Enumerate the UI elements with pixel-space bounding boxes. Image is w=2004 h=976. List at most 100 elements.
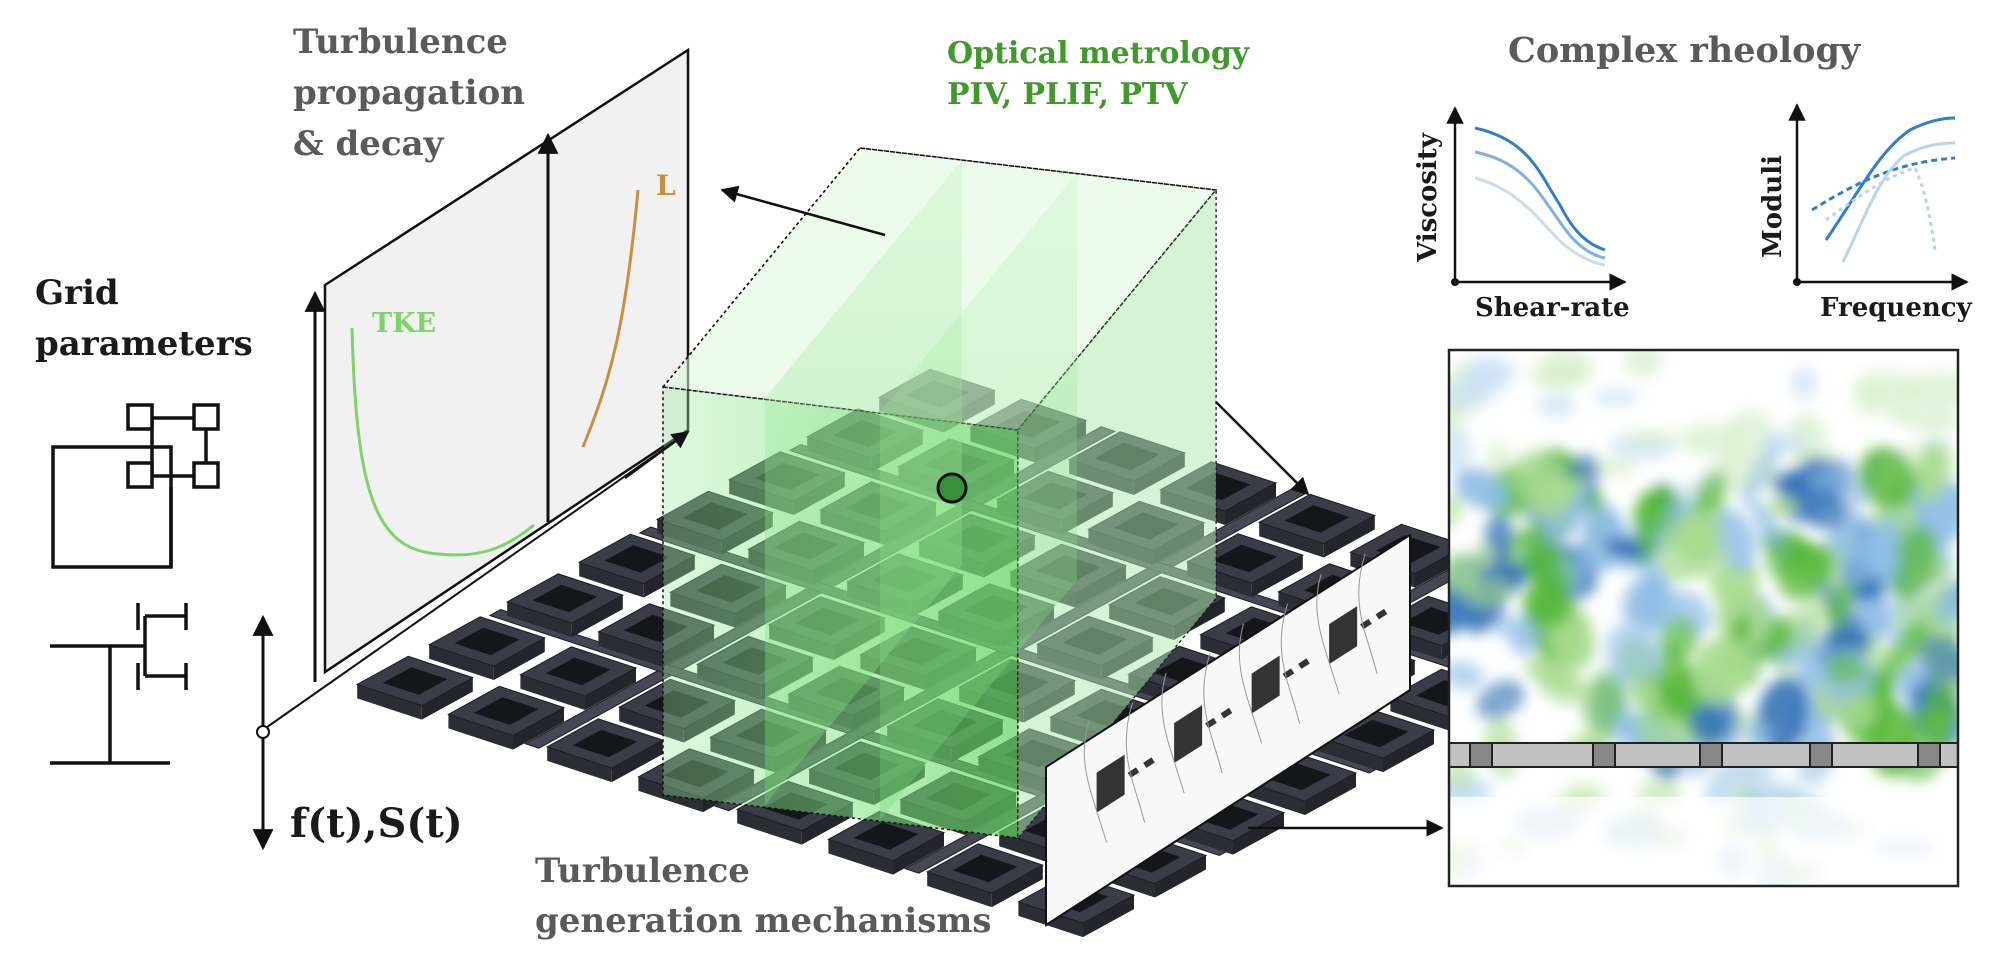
generation-streamline (1316, 573, 1340, 695)
grid-bar-block (1699, 742, 1723, 768)
vortex-blob (1917, 441, 1948, 500)
grid-box-side (571, 595, 623, 638)
generation-label-2: generation mechanisms (535, 901, 992, 941)
generation-block (1174, 705, 1203, 764)
metrology-label-2: PIV, PLIF, PTV (947, 77, 1188, 112)
propagation-label-3: & decay (293, 124, 445, 164)
probe-marker (936, 472, 968, 504)
grid-box-side (513, 707, 564, 750)
generation-streamline (1280, 603, 1301, 724)
vortex-blob (1853, 371, 1919, 401)
grid-box-side (1187, 561, 1252, 598)
vortex-blob (1449, 380, 1489, 412)
grid-box-side (1225, 483, 1276, 526)
arrow-to-field (1215, 401, 1310, 496)
grid-box-side (547, 746, 612, 783)
propagation-panel: TKE L (304, 47, 690, 682)
grid-box-hole (1062, 627, 1128, 655)
generation-dash (1143, 757, 1155, 768)
propagation-label-1: Turbulence (293, 22, 508, 62)
grid-box-hole (473, 697, 539, 725)
vortex-blob (1635, 703, 1681, 749)
length-label: L (656, 169, 676, 202)
grid-box-side (611, 740, 663, 783)
grid-box-side (927, 871, 992, 908)
vortex-blob (1740, 440, 1782, 507)
grid-bar-block (1809, 742, 1833, 768)
grid-box-side (1390, 697, 1455, 733)
generation-streamline (1161, 672, 1185, 794)
frequency-axis-label: Frequency (1820, 293, 1973, 323)
vortex-blob (1605, 537, 1646, 560)
grid-box-side (1153, 522, 1204, 565)
vortex-blob (1509, 613, 1542, 655)
grid-box-hole (853, 822, 919, 850)
grid-box-side (429, 644, 494, 681)
vortex-blob (1889, 525, 1938, 600)
arrow-to-grid (624, 430, 690, 480)
grid-box-side (1109, 604, 1174, 641)
generation-streamline (1125, 702, 1146, 823)
vortex-blob (1449, 428, 1472, 473)
moduli-chart: Moduli Frequency (1758, 103, 1973, 323)
grid-box-hole (1113, 512, 1179, 540)
grid-bar-block (1592, 742, 1616, 768)
generation-block (1251, 655, 1280, 714)
vortex-blob (1476, 679, 1525, 720)
vortex-blob (1825, 575, 1856, 632)
vortex-blob (1449, 661, 1484, 690)
grid-box-side (421, 677, 473, 720)
generation-dash (1220, 707, 1233, 719)
labels: Turbulence propagation & decay Optical m… (35, 22, 1862, 941)
vortex-blob (1917, 634, 1958, 682)
vortex-blob (1787, 544, 1836, 585)
generation-dash (1112, 777, 1124, 788)
vortex-blob (1933, 584, 1958, 625)
generation-dash (1344, 628, 1357, 640)
vortex-blob (1766, 495, 1799, 517)
grid-box-side (1023, 680, 1075, 723)
vortex-blob (1771, 470, 1812, 501)
generation-block (1329, 606, 1358, 665)
generation-bars (1083, 553, 1388, 843)
vortex-blob (1839, 541, 1878, 587)
measurement-volume (661, 147, 1218, 841)
generation-panel (1045, 533, 1411, 927)
rheology-title: Complex rheology (1508, 30, 1862, 71)
vortex-blob (1774, 641, 1834, 666)
vortex-blob (1449, 491, 1463, 530)
viscosity-axis-label: Viscosity (1413, 132, 1443, 263)
vortex-blob (1715, 453, 1739, 467)
vortex-blob (1797, 488, 1850, 530)
grid-box-side (1069, 459, 1134, 496)
grid-box-side (1160, 489, 1225, 526)
vortex-blob (1605, 621, 1663, 689)
grid-box-hole (1284, 505, 1350, 533)
grid-box-hole (1134, 587, 1200, 616)
grid-params-label-1: Grid (35, 273, 119, 313)
shear-axis-label: Shear-rate (1475, 293, 1630, 323)
grid-box-side (493, 638, 545, 681)
grid-box-side (1075, 565, 1126, 608)
vortex-blob (1791, 366, 1817, 400)
vortex-blob (1659, 510, 1724, 582)
generation-streamline (1238, 623, 1263, 744)
metrology-label-1: Optical metrology (947, 36, 1251, 71)
vortex-blob (1692, 636, 1752, 704)
generation-label-1: Turbulence (535, 851, 750, 891)
grid-params-label-2: parameters (35, 324, 253, 364)
grid-box-side (1083, 895, 1134, 938)
arrow-grid-diagonal (259, 431, 689, 733)
vortex-blob (1557, 551, 1594, 584)
vortex-blob (1886, 397, 1916, 424)
grid-box-hole (1094, 442, 1160, 471)
grid-box-side (1133, 453, 1185, 496)
grid-box-side (1318, 736, 1383, 773)
generation-dash (1189, 727, 1202, 739)
grid-box-hole (572, 729, 638, 758)
vortex-blob (1923, 682, 1958, 740)
grid-box-side (828, 839, 893, 875)
arrow-to-propagation (720, 185, 886, 237)
generation-dash (1375, 608, 1388, 620)
